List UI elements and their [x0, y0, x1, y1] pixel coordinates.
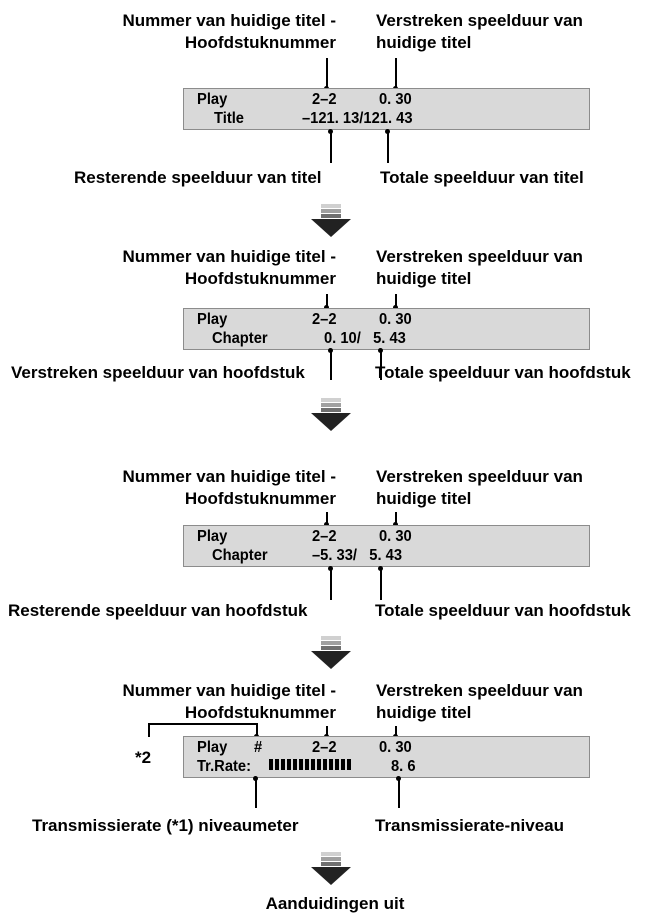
lcd-elapsed-time: 0. 30: [379, 528, 412, 545]
label-elapsed-title-2: huidige titel: [376, 489, 472, 508]
label-elapsed-chapter: Verstreken speelduur van hoofdstuk: [11, 363, 305, 382]
leader-line: [387, 131, 389, 163]
lcd-title-chapter: 2–2: [312, 311, 337, 328]
leader-line: [330, 131, 332, 163]
label-title-chapter-number-2: Hoofdstuknummer: [184, 33, 336, 52]
meter-segment: [305, 759, 309, 770]
leader-line: [326, 512, 328, 526]
label-title-chapter-number: Nummer van huidige titel -: [122, 11, 336, 30]
leader-dot: [393, 305, 398, 310]
lcd-mode: Play: [197, 91, 228, 108]
leader-dot: [324, 305, 329, 310]
label-elapsed-title: Verstreken speelduur van: [376, 247, 583, 266]
label-transmission-level: Transmissierate-niveau: [375, 816, 564, 835]
lcd-elapsed-time: 0. 30: [379, 739, 412, 756]
lcd-display: Play 2–2 0. 30 Title –121. 13/121. 43: [183, 88, 590, 130]
down-arrow-icon: [311, 636, 351, 669]
star2-bracket: [148, 723, 257, 725]
lcd-title-chapter: 2–2: [312, 91, 337, 108]
lcd-row2-value: –121. 13/121. 43: [302, 110, 413, 127]
meter-segment: [317, 759, 321, 770]
lcd-mode: Play: [197, 528, 228, 545]
leader-line: [395, 294, 397, 308]
label-elapsed-title-2: huidige titel: [376, 33, 472, 52]
label-title-chapter-number: Nummer van huidige titel -: [122, 467, 336, 486]
meter-segment: [287, 759, 291, 770]
label-total-title: Totale speelduur van titel: [380, 168, 584, 187]
leader-line: [326, 726, 328, 738]
star2-bracket: [148, 723, 150, 737]
lcd-title-chapter: 2–2: [312, 739, 337, 756]
lcd-rate-value: 8. 6: [391, 758, 416, 775]
meter-segment: [329, 759, 333, 770]
leader-line: [330, 568, 332, 600]
label-title-chapter-number-2: Hoofdstuknummer: [184, 489, 336, 508]
label-transmission-meter: Transmissierate (*1) niveaumeter: [32, 816, 299, 835]
lcd-hash: #: [254, 739, 263, 756]
lcd-display: Play 2–2 0. 30 Chapter –5. 33/ 5. 43: [183, 525, 590, 567]
leader-line: [398, 778, 400, 808]
lcd-row2-label: Chapter: [212, 330, 268, 347]
down-arrow-icon: [311, 852, 351, 885]
meter-segment: [335, 759, 339, 770]
leader-dot: [324, 522, 329, 527]
leader-line: [395, 512, 397, 526]
leader-line: [326, 58, 328, 88]
label-elapsed-title: Verstreken speelduur van: [376, 467, 583, 486]
lcd-display: Play 2–2 0. 30 Chapter 0. 10/ 5. 43: [183, 308, 590, 350]
down-arrow-icon: [311, 398, 351, 431]
label-title-chapter-number: Nummer van huidige titel -: [122, 247, 336, 266]
label-total-chapter: Totale speelduur van hoofdstuk: [375, 601, 631, 620]
leader-dot: [393, 522, 398, 527]
leader-line: [330, 350, 332, 380]
meter-segment: [293, 759, 297, 770]
lcd-display: Play # 2–2 0. 30 Tr.Rate: 8. 6: [183, 736, 590, 778]
leader-line: [395, 726, 397, 738]
label-remaining-chapter: Resterende speelduur van hoofdstuk: [8, 601, 308, 620]
transmission-rate-meter: [269, 759, 351, 770]
lcd-mode: Play: [197, 739, 228, 756]
meter-segment: [275, 759, 279, 770]
label-title-chapter-number-2: Hoofdstuknummer: [184, 703, 336, 722]
label-elapsed-title-2: huidige titel: [376, 269, 472, 288]
star2-bracket: [256, 723, 258, 737]
label-remaining-title: Resterende speelduur van titel: [74, 168, 322, 187]
label-title-chapter-number: Nummer van huidige titel -: [122, 681, 336, 700]
leader-line: [380, 568, 382, 600]
lcd-elapsed-time: 0. 30: [379, 91, 412, 108]
leader-line: [255, 778, 257, 808]
lcd-row2-label: Chapter: [212, 547, 268, 564]
lcd-row2-label: Title: [214, 110, 245, 127]
meter-segment: [323, 759, 327, 770]
down-arrow-icon: [311, 204, 351, 237]
lcd-row2-value: 0. 10/ 5. 43: [324, 330, 406, 347]
leader-line: [326, 294, 328, 308]
label-elapsed-title: Verstreken speelduur van: [376, 681, 583, 700]
meter-segment: [299, 759, 303, 770]
lcd-title-chapter: 2–2: [312, 528, 337, 545]
leader-line: [395, 58, 397, 88]
lcd-mode: Play: [197, 311, 228, 328]
meter-segment: [341, 759, 345, 770]
label-elapsed-title-2: huidige titel: [376, 703, 472, 722]
label-star2: *2: [135, 748, 152, 767]
meter-segment: [311, 759, 315, 770]
label-title-chapter-number-2: Hoofdstuknummer: [184, 269, 336, 288]
label-total-chapter: Totale speelduur van hoofdstuk: [375, 363, 631, 382]
lcd-elapsed-time: 0. 30: [379, 311, 412, 328]
label-elapsed-title: Verstreken speelduur van: [376, 11, 583, 30]
meter-segment: [347, 759, 351, 770]
lcd-row2-value: –5. 33/ 5. 43: [312, 547, 403, 564]
label-indications-off: Aanduidingen uit: [265, 894, 405, 913]
meter-segment: [269, 759, 273, 770]
meter-segment: [281, 759, 285, 770]
lcd-row2-label: Tr.Rate:: [197, 758, 251, 775]
leader-line: [380, 350, 382, 380]
